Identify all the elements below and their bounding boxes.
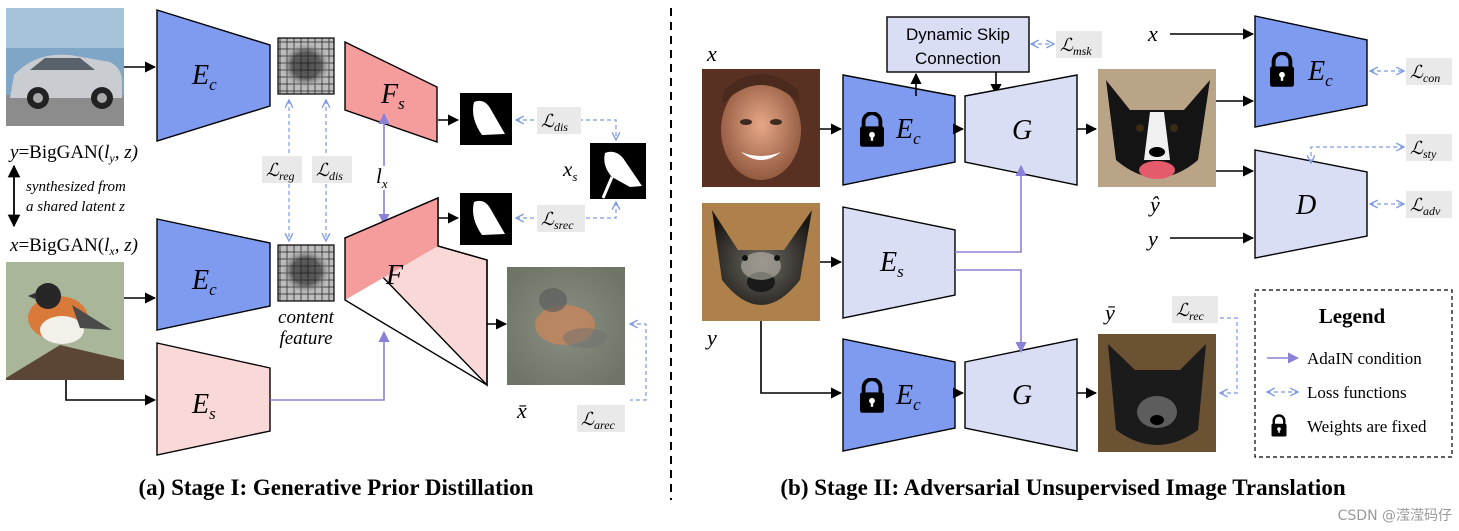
label-ybar: ȳ — [1103, 300, 1116, 325]
svg-text:ℒadv: ℒadv — [1410, 195, 1441, 218]
loss-adv: ℒadv — [1406, 191, 1452, 218]
legend-title: Legend — [1319, 304, 1386, 328]
content-encoder-locked-bottom: Ec — [842, 338, 956, 452]
svg-text:G: G — [1012, 380, 1032, 411]
legend-item-loss: Loss functions — [1307, 383, 1407, 402]
loss-msk: ℒmsk — [1056, 31, 1102, 58]
mask-image-xs — [590, 143, 646, 199]
generator-f: F — [343, 196, 488, 387]
svg-text:Dynamic Skip: Dynamic Skip — [906, 25, 1010, 44]
label-x-input: x — [706, 41, 717, 66]
svg-text:ℒmsk: ℒmsk — [1060, 35, 1092, 58]
dog-image-y — [702, 203, 820, 321]
mask-image-top — [460, 93, 512, 145]
loss-dis-right: ℒdis — [537, 107, 581, 134]
content-encoder-top: Ec — [156, 9, 271, 142]
loss-con: ℒcon — [1406, 58, 1452, 85]
discriminator-d: D — [1254, 149, 1368, 259]
style-encoder-s2: Es — [842, 206, 956, 319]
label-x-right: x — [1147, 21, 1158, 46]
generator-g-bottom: G — [964, 338, 1078, 452]
label-yhat: ŷ — [1148, 192, 1160, 217]
svg-text:ℒdis: ℒdis — [316, 160, 343, 183]
content-feature-grid-mid — [277, 244, 335, 302]
content-encoder-locked-right: Ec — [1254, 15, 1368, 128]
loss-dis-mid: ℒdis — [312, 156, 352, 183]
content-feature-grid-top — [277, 37, 335, 95]
svg-text:Ec: Ec — [191, 60, 217, 94]
svg-text:ℒreg: ℒreg — [266, 160, 295, 183]
svg-text:Ec: Ec — [191, 265, 217, 299]
svg-text:Ec: Ec — [895, 380, 921, 414]
loss-sty: ℒsty — [1406, 134, 1452, 161]
translated-dog-image — [1098, 69, 1216, 187]
svg-text:Ec: Ec — [895, 114, 921, 148]
loss-rec: ℒrec — [1172, 296, 1218, 323]
stage1-caption: (a) Stage I: Generative Prior Distillati… — [139, 475, 534, 500]
label-lx: lx — [376, 164, 388, 191]
svg-text:Es: Es — [879, 247, 904, 281]
legend-item-adain: AdaIN condition — [1307, 349, 1422, 368]
mask-image-mid — [460, 193, 512, 245]
svg-text:ℒarec: ℒarec — [581, 409, 616, 432]
svg-text:Es: Es — [191, 389, 216, 423]
legend-box: Legend AdaIN condition Loss functions We… — [1254, 289, 1453, 458]
svg-text:ℒdis: ℒdis — [541, 111, 568, 134]
car-image — [6, 8, 124, 126]
bird-image — [6, 262, 124, 380]
content-feature-label-line1: content — [278, 307, 335, 328]
loss-arec: ℒarec — [577, 405, 625, 432]
legend-item-fixed: Weights are fixed — [1307, 417, 1427, 436]
svg-text:Connection: Connection — [915, 49, 1001, 68]
stage2-caption: (b) Stage II: Adversarial Unsupervised I… — [780, 475, 1345, 500]
content-encoder-mid: Ec — [156, 218, 271, 331]
content-encoder-locked-top: Ec — [842, 74, 956, 186]
label-xbar: x̄ — [516, 398, 527, 423]
svg-text:ℒcon: ℒcon — [1410, 62, 1440, 85]
watermark: CSDN @滢滢码仔 — [1338, 508, 1452, 524]
svg-text:G: G — [1012, 115, 1032, 146]
svg-text:Ec: Ec — [1307, 56, 1333, 90]
reconstructed-bird-image — [507, 267, 625, 385]
label-xs: xs — [562, 157, 577, 184]
svg-text:Fs: Fs — [380, 79, 405, 113]
label-y-right: y — [1146, 226, 1158, 251]
loss-srec: ℒsrec — [537, 205, 585, 232]
y-equation: y=BigGAN(ly, z) — [8, 142, 138, 165]
generator-g-top: G — [964, 74, 1078, 186]
svg-text:ℒsrec: ℒsrec — [541, 209, 574, 232]
dynamic-skip-connection-box: Dynamic Skip Connection — [886, 16, 1030, 73]
face-image — [702, 69, 820, 187]
shape-decoder-fs: Fs — [344, 40, 438, 143]
loss-reg: ℒreg — [262, 156, 302, 183]
svg-text:ℒsty: ℒsty — [1410, 138, 1437, 161]
style-encoder: Es — [156, 342, 271, 456]
label-y-input: y — [705, 325, 717, 350]
reconstructed-dog-image — [1098, 334, 1216, 452]
x-equation: x=BigGAN(lx, z) — [9, 235, 138, 258]
svg-text:D: D — [1295, 190, 1316, 221]
svg-text:F: F — [385, 260, 404, 291]
synth-caption-line1: synthesized from — [26, 179, 126, 195]
svg-text:ℒrec: ℒrec — [1176, 300, 1205, 323]
content-feature-label-line2: feature — [279, 328, 332, 349]
synth-caption-line2: a shared latent z — [26, 199, 125, 215]
